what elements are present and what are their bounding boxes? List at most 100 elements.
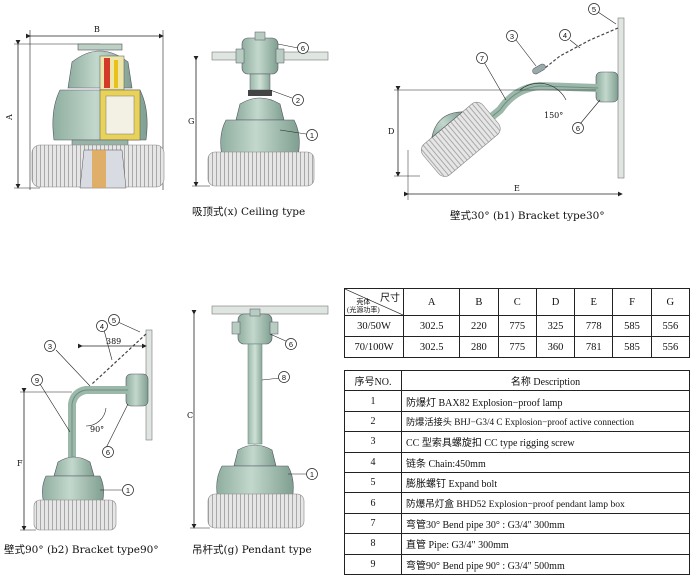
dim-label-389: 389: [106, 337, 121, 346]
caption-ceiling: 吸顶式(x) Ceiling type: [192, 206, 306, 218]
value-cell: 775: [497, 315, 537, 337]
callout-number: 6: [576, 124, 580, 133]
part-number: 4: [344, 451, 402, 473]
angle-label-150: 150°: [544, 111, 563, 120]
dim-label-a: A: [5, 114, 14, 121]
part-name: 防爆灯 BAX82 Explosion−proof lamp: [401, 390, 690, 412]
value-cell: 280: [459, 336, 499, 358]
column-header: C: [497, 288, 537, 316]
callout-number: 8: [282, 373, 286, 382]
part-number: 3: [344, 431, 402, 453]
value-cell: 556: [650, 315, 691, 337]
part-name: 链条 Chain:450mm: [401, 451, 690, 473]
callout-number: 6: [289, 340, 293, 349]
column-header: D: [535, 288, 576, 316]
value-cell: 220: [459, 315, 499, 337]
dimensions-corner-cell: 尺寸 壳体(光源功率): [344, 288, 404, 316]
callout-number: 6: [106, 448, 110, 457]
part-number: 1: [344, 390, 402, 412]
part-name: 防爆活接头 BHJ−G3/4 C Explosion−proof active …: [401, 410, 690, 433]
callout-number: 5: [112, 316, 116, 325]
table-row: 30/50W 302.5 220 775 325 778 585 556: [344, 315, 691, 337]
dim-label-d: D: [388, 127, 394, 136]
callout-number: 1: [310, 470, 314, 479]
bracket90-drawing: [20, 314, 153, 531]
column-header: B: [459, 288, 499, 316]
caption-bracket90: 壁式90° (b2) Bracket type90°: [4, 544, 159, 556]
value-cell: 360: [535, 336, 576, 358]
column-header: G: [650, 288, 691, 316]
callout-number: 4: [100, 322, 104, 331]
caption-bracket30: 壁式30° (b1) Bracket type30°: [450, 210, 605, 222]
part-number: 2: [344, 410, 402, 433]
part-name: 弯管30° Bend pipe 30° : G3/4" 300mm: [401, 512, 690, 535]
part-number: 9: [344, 553, 402, 575]
callout-number: 2: [296, 96, 300, 105]
column-header: A: [402, 288, 461, 316]
part-name: 膨胀螺钉 Expand bolt: [401, 471, 690, 494]
pendant-drawing: [190, 305, 329, 529]
bracket30-drawing: [394, 3, 625, 200]
part-number: 7: [344, 512, 402, 535]
dimensions-corner-bottom: 壳体(光源功率): [347, 298, 380, 314]
callout-numbers: 6 2 1 5 4 3 7 6 5 4 3 9 6 1 6 8 1: [35, 5, 596, 495]
dim-label-g: G: [188, 117, 194, 126]
value-cell: 556: [650, 336, 691, 358]
callout-number: 3: [510, 32, 514, 41]
dim-label-b: B: [94, 25, 100, 34]
callout-number: 4: [563, 31, 567, 40]
dimensions-header-row: 尺寸 壳体(光源功率) A B C D E F G: [344, 288, 691, 316]
dim-label-e: E: [514, 184, 520, 193]
callout-number: 5: [592, 5, 596, 14]
ceiling-type-drawing: [14, 30, 165, 190]
drawing-labels: B A G D E F C 150° 90° 389: [5, 25, 563, 468]
value-cell: 775: [497, 336, 537, 358]
callout-number: 9: [35, 376, 39, 385]
value-cell: 778: [574, 315, 614, 337]
part-name: 防爆吊灯盒 BHD52 Explosion−proof pendant lamp…: [401, 492, 690, 514]
value-cell: 781: [574, 336, 614, 358]
ceiling-external-drawing: [192, 31, 329, 187]
angle-label-90: 90°: [90, 425, 104, 434]
dimensions-corner-top: 尺寸: [380, 293, 400, 304]
value-cell: 585: [612, 336, 652, 358]
callout-number: 1: [310, 131, 314, 140]
part-name: 直管 Pipe: G3/4" 300mm: [401, 533, 690, 555]
column-header: E: [574, 288, 614, 316]
part-name: 弯管90° Bend pipe 90° : G3/4" 500mm: [401, 553, 690, 575]
part-number: 5: [344, 471, 402, 494]
column-header: F: [612, 288, 652, 316]
value-cell: 302.5: [402, 315, 461, 337]
caption-pendant: 吊杆式(g) Pendant type: [192, 544, 312, 556]
parts-header-name: 名称 Description: [401, 369, 690, 392]
dim-label-f: F: [17, 459, 23, 468]
value-cell: 325: [535, 315, 576, 337]
model-cell: 70/100W: [344, 336, 404, 358]
parts-header-row: 序号NO. 名称 Description: [344, 369, 690, 392]
callout-number: 6: [301, 44, 305, 53]
table-row: 70/100W 302.5 280 775 360 781 585 556: [344, 336, 691, 358]
callout-number: 1: [126, 486, 130, 495]
part-number: 6: [344, 492, 402, 514]
part-name: CC 型索具螺旋扣 CC type rigging screw: [401, 431, 690, 453]
part-number: 8: [344, 533, 402, 555]
dim-label-c: C: [187, 411, 193, 420]
callout-number: 7: [480, 54, 484, 63]
callout-number: 3: [48, 342, 52, 351]
parts-header-no: 序号NO.: [344, 369, 402, 392]
technical-drawings: B A G D E F C 150° 90° 389 6 2 1 5 4 3 7…: [5, 3, 625, 531]
dimensions-table: 尺寸 壳体(光源功率) A B C D E F G 30/50W 302.5 2…: [344, 288, 691, 358]
value-cell: 585: [612, 315, 652, 337]
model-cell: 30/50W: [344, 315, 404, 337]
value-cell: 302.5: [402, 336, 461, 358]
